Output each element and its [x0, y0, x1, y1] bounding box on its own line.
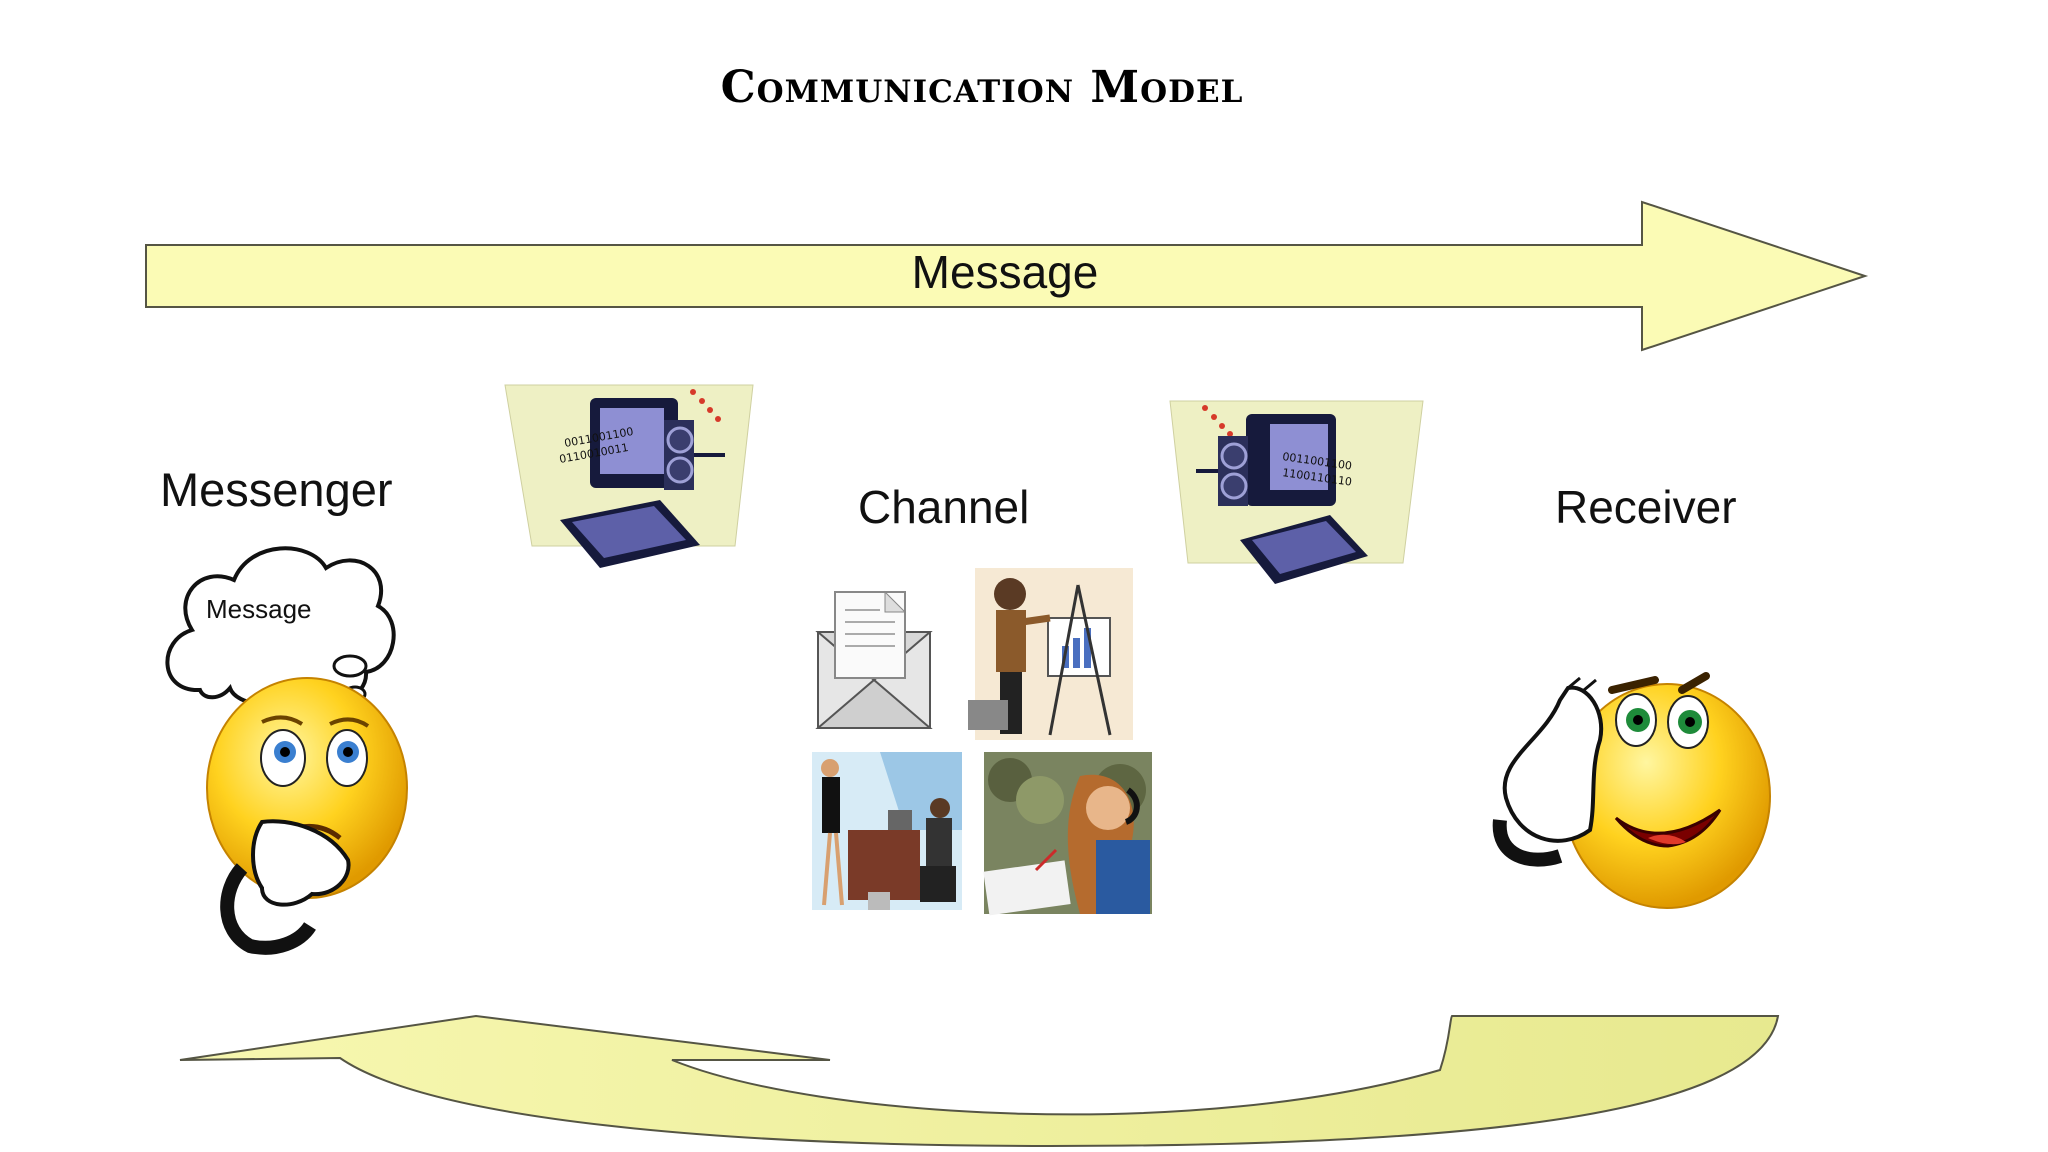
- listening-smiley-icon: [1492, 672, 1771, 909]
- phone-call-icon: [983, 752, 1152, 916]
- message-arrow: [145, 200, 1869, 352]
- presentation-icon: [968, 568, 1133, 740]
- thought-bubble-label: Message: [206, 594, 312, 624]
- computer-icon: 0011001100 0110010011: [504, 384, 754, 568]
- feedback-arrow: [179, 1014, 1780, 1148]
- message-arrow-label: Message: [911, 246, 1099, 298]
- channel-label: Channel: [858, 481, 1030, 533]
- office-meeting-icon: [812, 752, 962, 910]
- thinking-smiley-icon: [206, 677, 408, 955]
- diagram-title: Communication Model: [720, 62, 1244, 113]
- messenger-label: Messenger: [160, 463, 393, 516]
- receiver-label: Receiver: [1555, 481, 1737, 533]
- envelope-icon: [815, 590, 933, 729]
- computer-icon: 0011001100 1100110110: [1169, 400, 1424, 584]
